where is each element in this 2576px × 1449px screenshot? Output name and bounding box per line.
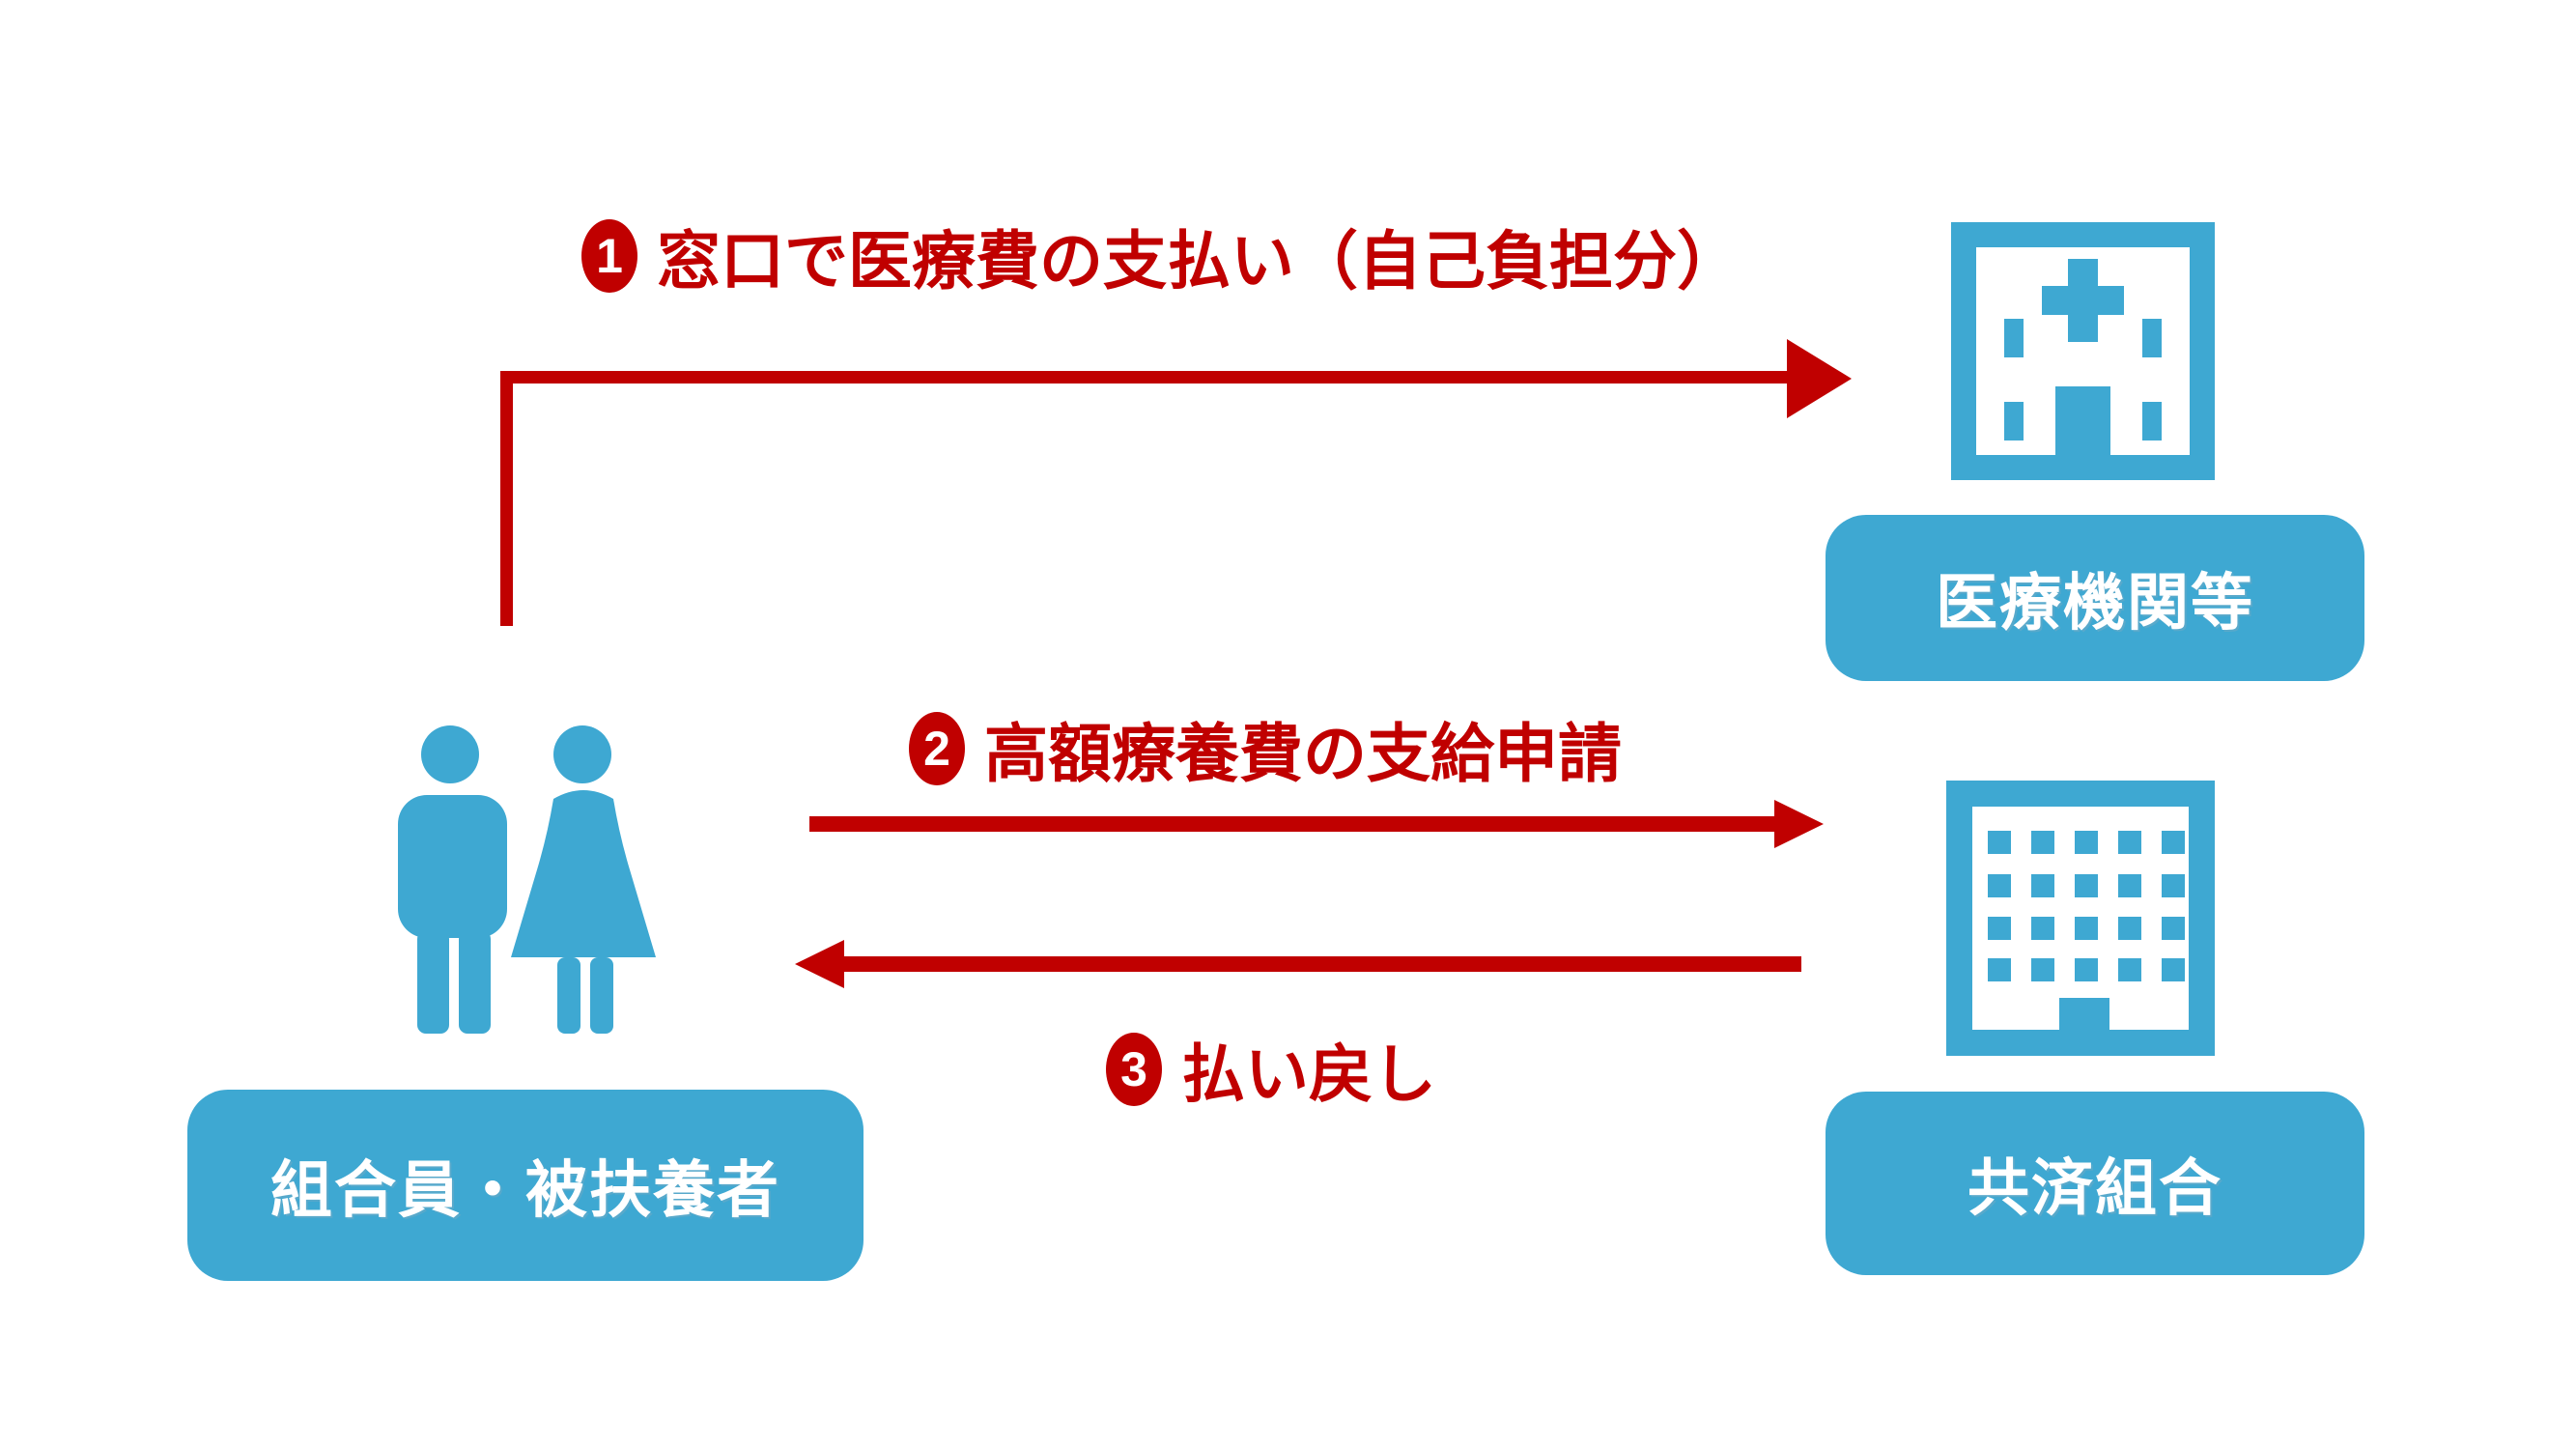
flow-2-text: 高額療養費の支給申請 xyxy=(984,718,1622,789)
arrow-1-horizontal-segment xyxy=(500,371,1790,384)
flow-2-label: 2 高額療養費の支給申請 xyxy=(909,707,1622,790)
arrow-2-arrowhead-right-icon xyxy=(1774,800,1824,848)
man-woman-people-icon xyxy=(398,725,656,1034)
office-building-icon xyxy=(1946,781,2215,1056)
members-label: 組合員・被扶養者 xyxy=(270,1155,780,1225)
arrow-1-arrowhead-right-icon xyxy=(1787,339,1852,418)
arrow-2-line-segment xyxy=(809,816,1777,832)
flow-1-text: 窓口で医療費の支払い（自己負担分） xyxy=(657,225,1741,297)
kyosai-union-node: 共済組合 xyxy=(1826,1092,2364,1275)
flow-3-label: 3 払い戻し xyxy=(1106,1028,1436,1111)
medical-institution-label: 医療機関等 xyxy=(1936,568,2254,638)
arrow-3-line-segment xyxy=(842,956,1801,972)
flow-1-label: 1 窓口で医療費の支払い（自己負担分） xyxy=(581,214,1741,298)
medical-institution-node: 医療機関等 xyxy=(1826,515,2364,681)
flow-2-number-badge: 2 xyxy=(909,712,965,785)
flow-3-text: 払い戻し xyxy=(1181,1038,1436,1110)
members-node: 組合員・被扶養者 xyxy=(187,1090,863,1281)
hospital-icon xyxy=(1951,222,2215,480)
flow-3-number-badge: 3 xyxy=(1106,1033,1162,1106)
arrow-3-arrowhead-left-icon xyxy=(795,940,844,988)
kyosai-union-label: 共済組合 xyxy=(1967,1153,2222,1223)
woman-icon xyxy=(511,725,656,1034)
arrow-1-vertical-segment xyxy=(500,377,513,626)
flow-1-number-badge: 1 xyxy=(581,219,637,293)
man-icon xyxy=(398,725,507,1034)
